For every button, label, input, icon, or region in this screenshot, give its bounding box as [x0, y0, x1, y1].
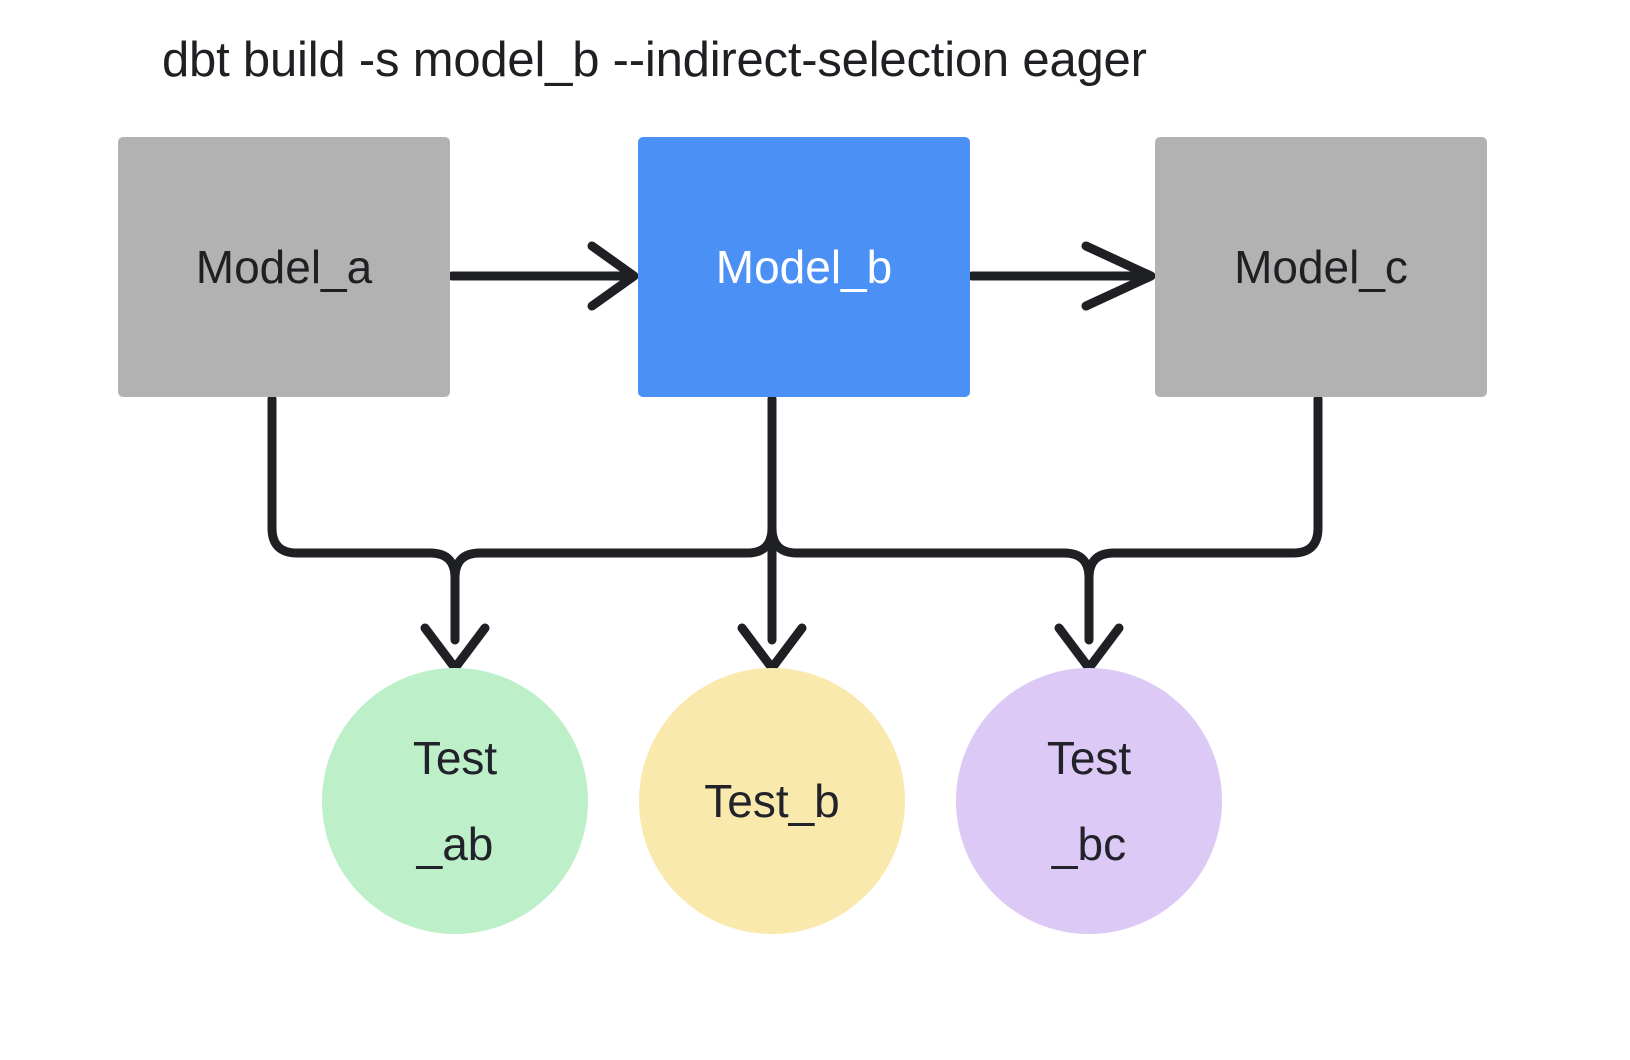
node-model-a[interactable]: Model_a — [118, 137, 450, 397]
edge-model-b-to-model-c — [967, 241, 1156, 311]
node-model-b-label: Model_b — [715, 241, 893, 293]
page-title: dbt build -s model_b --indirect-selectio… — [162, 33, 1147, 87]
node-model-a-label: Model_a — [195, 241, 373, 293]
node-test-ab[interactable]: Test _ab — [322, 668, 588, 934]
edge-model-c-to-test-bc — [1084, 394, 1323, 583]
node-test-b[interactable]: Test_b — [639, 668, 905, 934]
node-model-c-label: Model_c — [1234, 241, 1408, 293]
node-model-c[interactable]: Model_c — [1155, 137, 1487, 397]
node-model-b[interactable]: Model_b — [638, 137, 970, 397]
node-test-ab-label: Test _ab — [412, 732, 498, 870]
node-test-bc-label: Test _bc — [1046, 732, 1132, 870]
node-test-b-label: Test_b — [704, 775, 840, 827]
edge-model-a-to-model-b — [447, 241, 639, 311]
edge-model-b-to-test-ab — [450, 523, 777, 583]
node-test-bc[interactable]: Test _bc — [956, 668, 1222, 934]
edge-model-a-to-test-ab — [267, 394, 460, 645]
edge-model-b-to-test-bc — [767, 523, 1094, 645]
